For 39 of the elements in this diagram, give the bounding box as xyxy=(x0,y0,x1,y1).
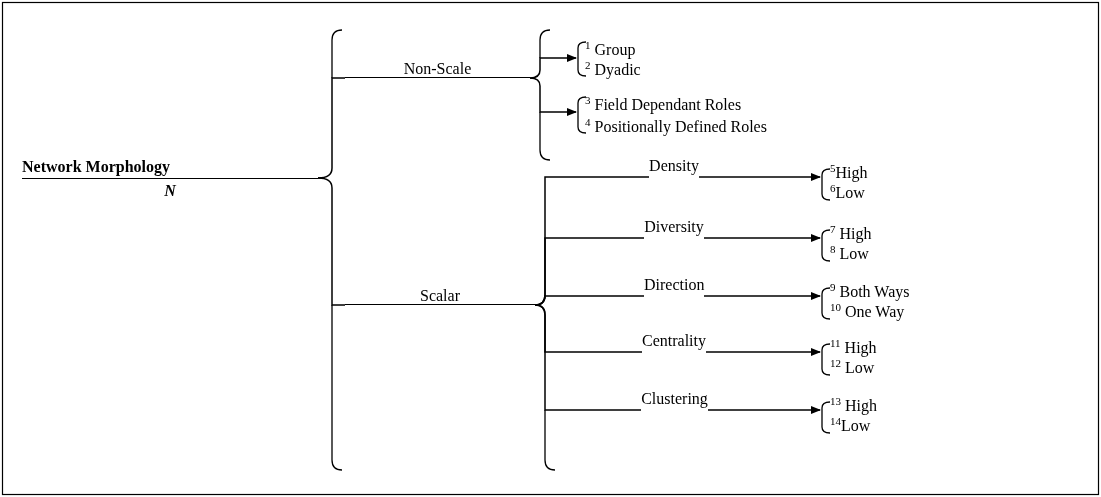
value-label: $^{7}$ High xyxy=(830,225,960,243)
bracket xyxy=(577,96,587,134)
node-symbol: N xyxy=(163,181,177,200)
value-label: $^{3}$ Field Dependant Roles xyxy=(585,96,855,114)
branch-label: Scalar xyxy=(345,287,535,305)
branch-label: Centrality xyxy=(642,332,706,352)
value-label: $^{2}$ Dyadic xyxy=(585,61,805,79)
value-label: $^{11}$ High xyxy=(830,339,960,357)
value-label: $^{8}$ Low xyxy=(830,245,960,263)
value-label: $^{1}$ Group xyxy=(585,41,805,59)
branch-label: Diversity xyxy=(644,218,704,238)
value-label: $^{13}$ High xyxy=(830,397,960,415)
arrow xyxy=(698,173,821,181)
bracket xyxy=(821,229,831,262)
value-label: $^{6}$Low xyxy=(830,184,960,202)
bracket xyxy=(821,287,831,320)
value-label: $^{14}$Low xyxy=(830,417,960,435)
bracket xyxy=(821,401,831,434)
arrow xyxy=(529,54,577,79)
branch-label: Direction xyxy=(644,276,704,296)
arrow xyxy=(705,348,821,356)
arrow xyxy=(703,234,821,242)
arrow xyxy=(707,406,821,414)
connector-line xyxy=(534,304,642,411)
value-label: $^{10}$ One Way xyxy=(830,303,960,321)
value-label: $^{5}$High xyxy=(830,164,960,182)
bracket xyxy=(821,168,831,201)
arrow xyxy=(703,292,821,300)
bracket xyxy=(577,41,587,77)
branch-label: Non-Scale xyxy=(345,60,530,78)
branch-label: Clustering xyxy=(641,390,708,410)
arrow xyxy=(529,77,577,116)
node-title: Network Morphology xyxy=(22,158,318,179)
value-label: $^{4}$ Positionally Defined Roles xyxy=(585,118,865,136)
value-label: $^{12}$ Low xyxy=(830,359,960,377)
value-label: $^{9}$ Both Ways xyxy=(830,283,960,301)
bracket xyxy=(821,343,831,376)
branch-label: Density xyxy=(649,157,699,177)
connector-line xyxy=(317,177,346,306)
